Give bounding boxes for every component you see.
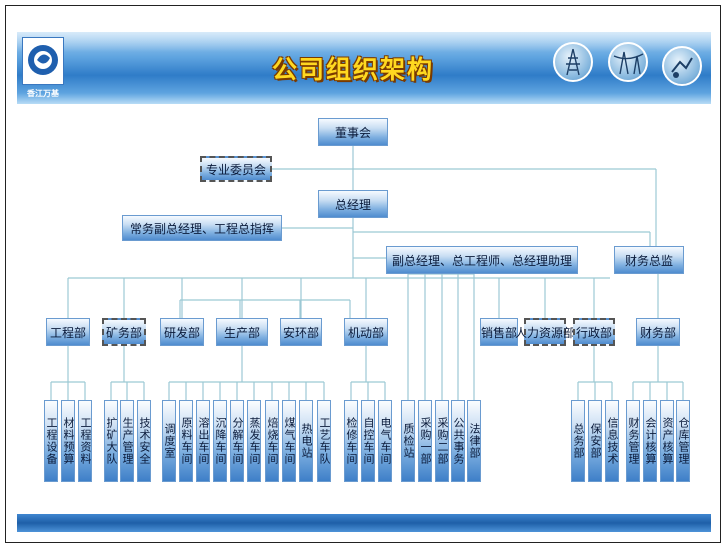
section-technical-safety: 技术安全	[137, 400, 151, 482]
dept-safety-env: 安环部	[280, 318, 322, 346]
node-committee: 专业委员会	[200, 156, 272, 182]
page-title: 公司组织架构	[271, 55, 434, 84]
section-procurement-2: 采购二部	[435, 400, 449, 482]
section-financial-management: 财务管理	[626, 400, 640, 482]
logo-emblem-icon	[28, 45, 58, 75]
dept-production: 生产部	[216, 318, 268, 346]
power-line-photo-icon	[608, 42, 648, 82]
node-cfo: 财务总监	[614, 246, 684, 274]
section-security: 保安部	[588, 400, 602, 482]
power-tower-photo-icon	[553, 42, 593, 82]
section-raw-material-workshop: 原料车间	[179, 400, 193, 482]
section-dispatch-room: 调度室	[162, 400, 176, 482]
node-deputy-general-manager: 副总经理、总工程师、总经理助理	[386, 246, 578, 274]
section-electrical-workshop: 电气车间	[378, 400, 392, 482]
section-general-affairs: 总务部	[571, 400, 585, 482]
section-mining-brigade: 扩矿大队	[104, 400, 118, 482]
section-public-affairs: 公共事务	[451, 400, 465, 482]
header-banner-sheen	[17, 32, 711, 52]
section-settling-workshop: 沉降车间	[213, 400, 227, 482]
section-accounting: 会计核算	[643, 400, 657, 482]
industrial-photo-icon	[662, 46, 702, 86]
dept-engineering: 工程部	[46, 318, 90, 346]
section-information-technology: 信息技术	[605, 400, 619, 482]
section-engineering-docs: 工程资料	[78, 400, 92, 482]
section-gas-workshop: 煤气车间	[282, 400, 296, 482]
section-legal: 法律部	[467, 400, 481, 482]
footer-bar	[17, 514, 711, 532]
dept-rd: 研发部	[160, 318, 204, 346]
section-calcination-workshop: 焙烧车间	[265, 400, 279, 482]
section-warehouse-management: 仓库管理	[676, 400, 690, 482]
section-evaporation-workshop: 蒸发车间	[247, 400, 261, 482]
logo-text: 香江万基	[27, 89, 59, 98]
node-general-manager: 总经理	[318, 190, 388, 218]
section-process-fleet: 工艺车队	[317, 400, 331, 482]
company-logo	[22, 37, 64, 85]
section-quality-station: 质检站	[401, 400, 415, 482]
dept-human-resources: 人力资源部	[515, 318, 575, 346]
dept-administration: 行政部	[573, 318, 615, 346]
section-engineering-equipment: 工程设备	[44, 400, 58, 482]
dept-sales: 销售部	[480, 318, 518, 346]
node-executive-deputy: 常务副总经理、工程总指挥	[122, 215, 282, 241]
section-material-budget: 材料预算	[61, 400, 75, 482]
section-autocontrol-workshop: 自控车间	[361, 400, 375, 482]
dept-finance: 财务部	[636, 318, 680, 346]
section-production-management: 生产管理	[120, 400, 134, 482]
dept-mining: 矿务部	[102, 318, 146, 346]
section-asset-accounting: 资产核算	[660, 400, 674, 482]
dept-mechanical: 机动部	[344, 318, 388, 346]
section-dissolution-workshop: 溶出车间	[196, 400, 210, 482]
section-decomposition-workshop: 分解车间	[230, 400, 244, 482]
section-procurement-1: 采购一部	[418, 400, 432, 482]
section-thermal-power-station: 热电站	[299, 400, 313, 482]
section-maintenance-workshop: 检修车间	[344, 400, 358, 482]
node-board: 董事会	[318, 118, 388, 146]
